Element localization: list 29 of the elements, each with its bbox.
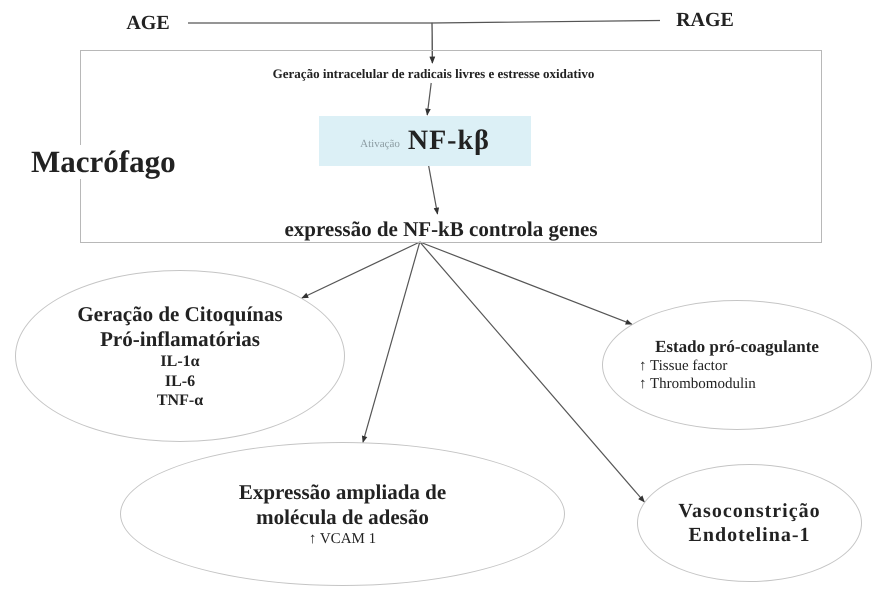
node-heading: Vasoconstrição bbox=[678, 499, 821, 523]
list-item: ↑ VCAM 1 bbox=[308, 530, 376, 548]
node-heading: Geração de Citoquínas Pró-inflamatórias bbox=[76, 302, 284, 352]
list-item: TNF-α bbox=[156, 390, 204, 410]
node-heading: Estado pró-coagulante bbox=[655, 336, 819, 358]
arrow bbox=[430, 20, 660, 64]
list-item: IL-1α bbox=[160, 352, 200, 372]
oval-node bbox=[637, 464, 862, 582]
arrow bbox=[301, 241, 420, 299]
arrow bbox=[362, 242, 420, 443]
caption-text: Ativação bbox=[360, 138, 400, 150]
factor-name: NF-kβ bbox=[408, 125, 490, 157]
list-item: IL-6 bbox=[164, 372, 196, 391]
highlight-box bbox=[319, 116, 531, 166]
node-heading: Expressão ampliada de molécula de adesão bbox=[238, 480, 448, 530]
arrow bbox=[428, 164, 440, 215]
list-item: ↑ Tissue factor bbox=[639, 357, 728, 376]
node-heading: Endotelina-1 bbox=[688, 523, 811, 547]
arrow bbox=[425, 82, 432, 116]
oval-node bbox=[602, 300, 872, 430]
arrow bbox=[419, 242, 645, 503]
step-text: AGE bbox=[108, 10, 188, 36]
step-text: Geração intracelular de radicais livres e estresse oxidativo bbox=[141, 64, 726, 84]
step-text: RAGE bbox=[660, 7, 750, 33]
list-item: ↑ Thrombomodulin bbox=[639, 375, 756, 394]
arrow bbox=[420, 241, 633, 325]
oval-node bbox=[15, 270, 345, 442]
oval-node bbox=[120, 442, 565, 586]
step-text: expressão de NF-kB controla genes bbox=[206, 215, 676, 243]
